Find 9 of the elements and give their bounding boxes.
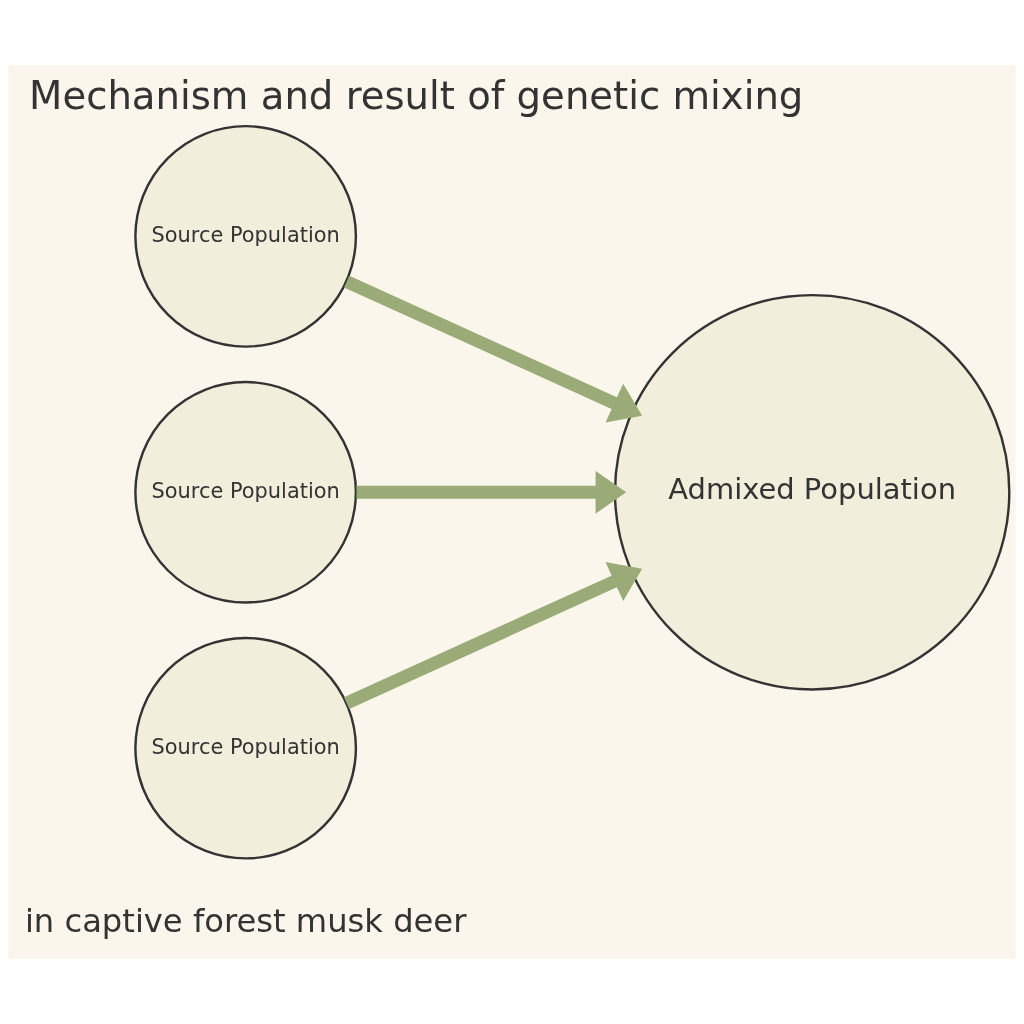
label: in captive forest musk deer bbox=[24, 901, 467, 940]
diagram-title: Mechanism and result of genetic mixing bbox=[29, 72, 804, 118]
arrow bbox=[344, 561, 643, 709]
node-circle: Source Population bbox=[134, 124, 358, 348]
arrow bbox=[356, 470, 627, 514]
node-circle: Source Population bbox=[134, 636, 358, 860]
arrow bbox=[344, 275, 643, 423]
node-circle: Source Population bbox=[134, 380, 358, 604]
node-circle: Admixed Population bbox=[613, 293, 1011, 691]
